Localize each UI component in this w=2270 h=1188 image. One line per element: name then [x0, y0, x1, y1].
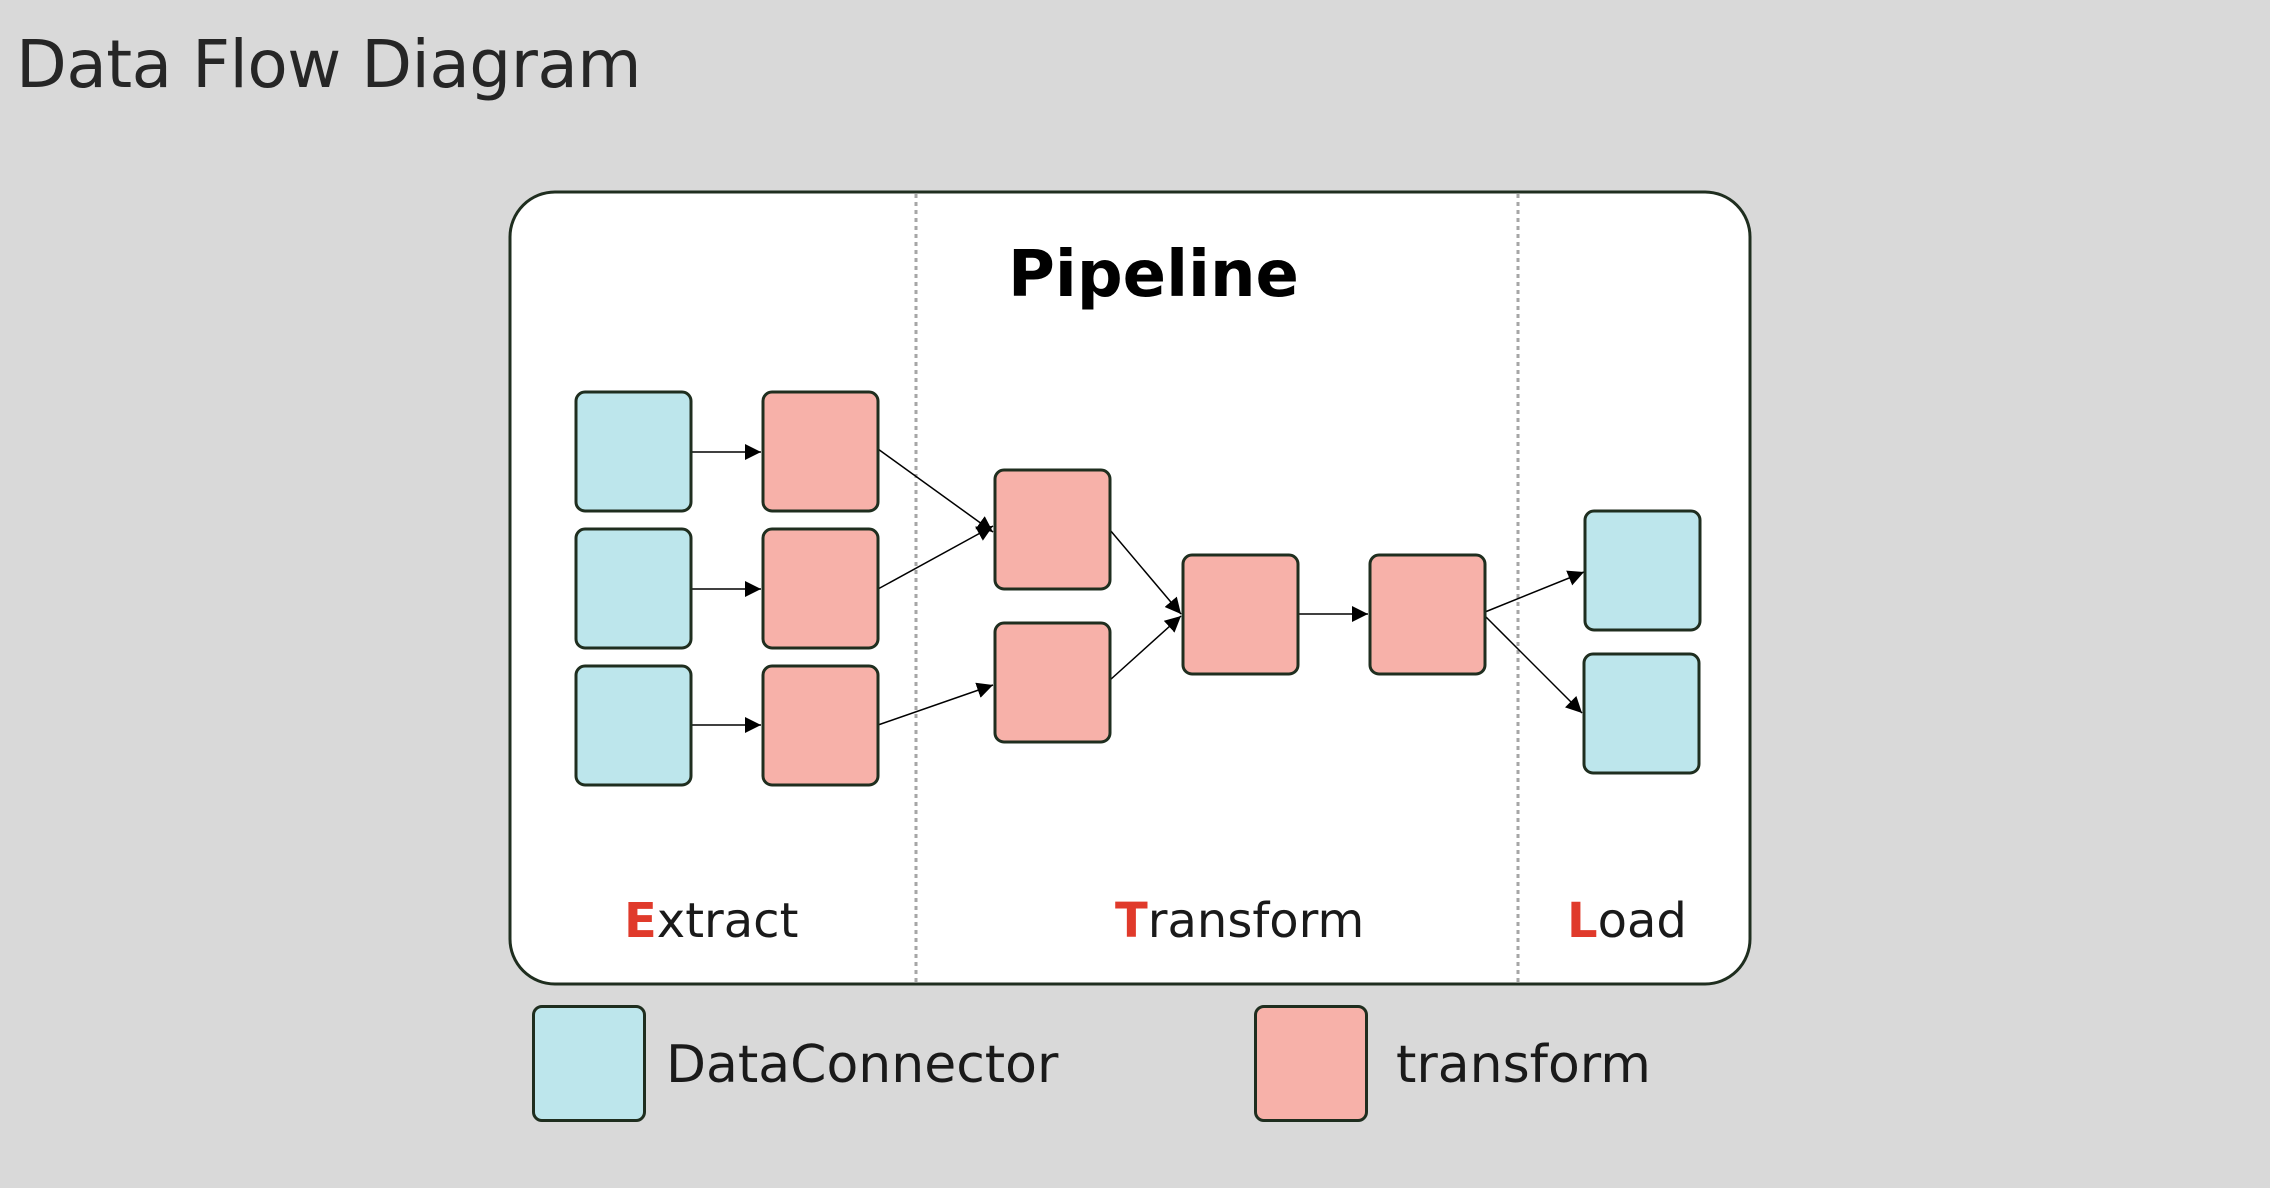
stage-initial: T	[1115, 893, 1148, 949]
data-connector-node-5	[1582, 652, 1701, 775]
stage-label-load: Load	[1567, 893, 1687, 949]
transform-node-3	[761, 664, 880, 787]
transform-node-7	[1368, 553, 1487, 676]
stage-rest: oad	[1597, 893, 1687, 949]
legend-label-data-connector: DataConnector	[666, 1035, 1059, 1095]
arrow-transform-2-to-transform-4	[877, 525, 994, 590]
transform-node-4	[993, 468, 1112, 591]
page-title: Data Flow Diagram	[16, 26, 642, 103]
arrow-transform-1-to-transform-4	[877, 448, 994, 533]
stage-initial: L	[1567, 893, 1598, 949]
arrow-transform-7-to-connector-4	[1484, 570, 1585, 613]
transform-node-6	[1181, 553, 1300, 676]
stage-rest: xtract	[656, 893, 799, 949]
transform-node-5	[993, 621, 1112, 744]
data-connector-node-4	[1583, 509, 1702, 632]
data-connector-node-3	[574, 664, 693, 787]
arrow-transform-3-to-transform-5	[877, 682, 994, 726]
flow-arrows	[691, 444, 1585, 733]
pipeline-title: Pipeline	[1008, 238, 1299, 312]
stage-label-transform: Transform	[1115, 893, 1364, 949]
data-connector-node-1	[574, 390, 693, 513]
data-connector-node-2	[574, 527, 693, 650]
transform-node-2	[761, 527, 880, 650]
stage-rest: ransform	[1147, 893, 1365, 949]
arrow-transform-4-to-transform-6	[1109, 529, 1182, 615]
arrow-transform-5-to-transform-6	[1109, 615, 1182, 681]
legend-label-transform: transform	[1396, 1035, 1651, 1095]
legend-swatch-data-connector	[532, 1005, 646, 1122]
stage-label-extract: Extract	[624, 893, 798, 949]
legend-swatch-transform	[1254, 1005, 1368, 1122]
arrow-transform-7-to-connector-5	[1484, 615, 1583, 714]
stage-initial: E	[624, 893, 657, 949]
transform-node-1	[761, 390, 880, 513]
